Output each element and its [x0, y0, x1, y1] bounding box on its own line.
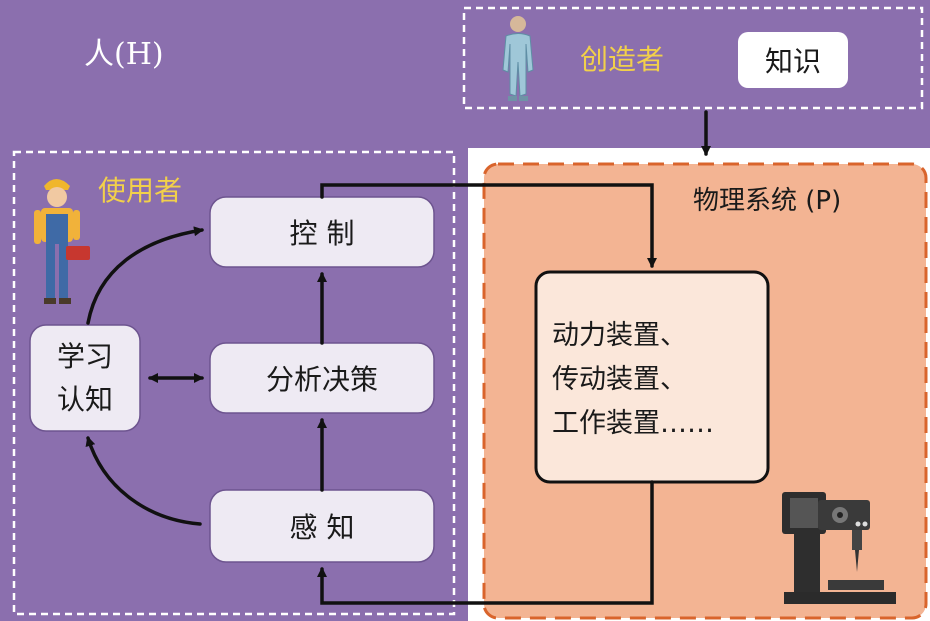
machine-tool-icon — [782, 492, 896, 604]
control-label: 控 制 — [289, 217, 355, 250]
decision-label: 分析决策 — [265, 363, 378, 396]
physical-system-label: 物理系统 (P) — [693, 186, 842, 216]
learning-label-line2: 认知 — [57, 383, 114, 416]
arc-learning-to-control — [86, 226, 204, 325]
arrow-devices-to-perception — [317, 480, 654, 605]
device-line: 工作装置…… — [552, 408, 714, 439]
user-box — [12, 150, 456, 616]
learning-label-line1: 学习 — [57, 340, 114, 373]
device-line: 传动装置、 — [552, 364, 687, 395]
learning-box — [29, 324, 141, 432]
device-line: 动力装置、 — [552, 320, 687, 351]
human-label: 人(H) — [84, 37, 164, 72]
arrow-control-to-devices — [320, 183, 657, 268]
creator-label: 创造者 — [580, 43, 665, 76]
worker-icon — [34, 179, 90, 304]
creator-person-icon — [502, 16, 534, 101]
knowledge-label: 知识 — [764, 45, 821, 78]
perception-label: 感 知 — [289, 511, 355, 544]
arc-perception-to-learning — [85, 436, 202, 526]
user-label: 使用者 — [98, 174, 183, 207]
creator-box — [462, 6, 924, 110]
knowledge-box — [738, 32, 848, 88]
